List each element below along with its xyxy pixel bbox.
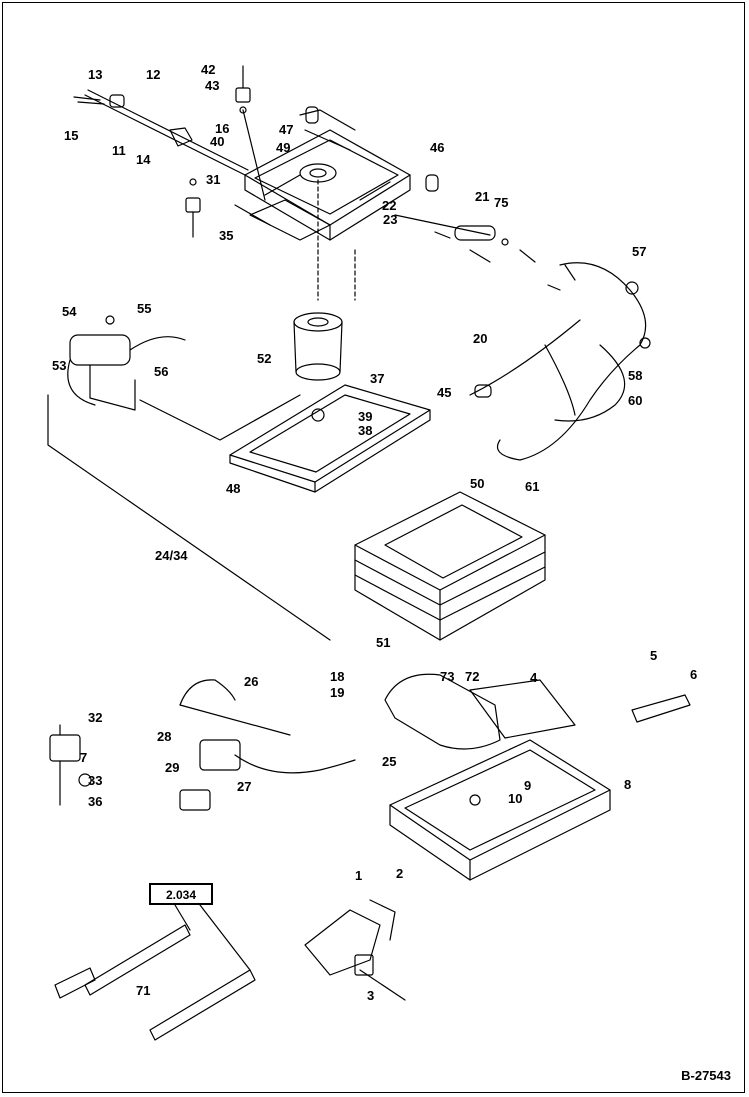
seat-cushion-bottom xyxy=(354,491,546,641)
adjuster-handle xyxy=(49,724,92,806)
callout-7: 7 xyxy=(80,750,87,765)
callout-8: 8 xyxy=(624,777,631,792)
callout-32: 32 xyxy=(88,710,102,725)
callout-47: 47 xyxy=(279,122,293,137)
fastener-stack-right xyxy=(235,65,266,201)
callout-2: 2 xyxy=(396,866,403,881)
callout-52: 52 xyxy=(257,351,271,366)
callout-54: 54 xyxy=(62,304,77,319)
callout-35: 35 xyxy=(219,228,233,243)
callout-6: 6 xyxy=(690,667,697,682)
wiring-harness xyxy=(469,262,651,461)
callout-56: 56 xyxy=(154,364,168,379)
callout-46: 46 xyxy=(430,140,444,155)
callout-24-34: 24/34 xyxy=(155,548,188,563)
callout-60: 60 xyxy=(628,393,642,408)
air-spring xyxy=(293,312,343,381)
callout-33: 33 xyxy=(88,773,102,788)
callout-1: 1 xyxy=(355,868,362,883)
callout-12: 12 xyxy=(146,67,160,82)
cable-assembly xyxy=(179,679,356,811)
reference-box xyxy=(149,883,213,905)
callout-4: 4 xyxy=(530,670,538,685)
callout-19: 19 xyxy=(330,685,344,700)
suspension-frame-assembly xyxy=(234,106,439,241)
callout-72: 72 xyxy=(465,669,479,684)
callout-23: 23 xyxy=(383,212,397,227)
callout-48: 48 xyxy=(226,481,240,496)
callout-31: 31 xyxy=(206,172,220,187)
callout-75: 75 xyxy=(494,195,508,210)
callout-57: 57 xyxy=(632,244,646,259)
callout-29: 29 xyxy=(165,760,179,775)
callout-37: 37 xyxy=(370,371,384,386)
reference-box-label: 2.034 xyxy=(166,888,196,902)
callout-11: 11 xyxy=(112,143,126,158)
callout-28: 28 xyxy=(157,729,171,744)
seat-base-plate xyxy=(229,384,431,493)
seat-rails xyxy=(54,904,256,1041)
callout-43: 43 xyxy=(205,78,219,93)
callout-40: 40 xyxy=(210,134,224,149)
callout-38: 38 xyxy=(358,423,372,438)
callout-42: 42 xyxy=(201,62,215,77)
side-rail xyxy=(631,694,691,723)
callout-21: 21 xyxy=(475,189,489,204)
callout-16: 16 xyxy=(215,121,229,136)
callout-13: 13 xyxy=(88,67,102,82)
callout-3: 3 xyxy=(367,988,374,1003)
lower-slide-frame xyxy=(389,739,611,881)
callout-18: 18 xyxy=(330,669,344,684)
callout-39: 39 xyxy=(358,409,372,424)
callout-61: 61 xyxy=(525,479,539,494)
callout-55: 55 xyxy=(137,301,151,316)
seat-slide-lever-assembly xyxy=(73,89,249,176)
recliner-mechanism xyxy=(304,899,406,1001)
harness-route-upper xyxy=(139,394,301,441)
callout-9: 9 xyxy=(524,778,531,793)
link-bar-assembly xyxy=(394,214,536,263)
callout-5: 5 xyxy=(650,648,657,663)
document-id: B-27543 xyxy=(681,1068,731,1083)
fastener-stack-left xyxy=(185,178,201,238)
mounting-plate xyxy=(469,679,576,739)
callout-14: 14 xyxy=(136,152,151,167)
callout-45: 45 xyxy=(437,385,451,400)
callout-73: 73 xyxy=(440,669,454,684)
callout-10: 10 xyxy=(508,791,522,806)
callout-22: 22 xyxy=(382,198,396,213)
callout-36: 36 xyxy=(88,794,102,809)
callout-58: 58 xyxy=(628,368,642,383)
backrest-cushion xyxy=(384,673,501,750)
callout-53: 53 xyxy=(52,358,66,373)
callout-50: 50 xyxy=(470,476,484,491)
callout-49: 49 xyxy=(276,140,290,155)
callout-15: 15 xyxy=(64,128,78,143)
callout-27: 27 xyxy=(237,779,251,794)
callout-26: 26 xyxy=(244,674,258,689)
harness-route-lower xyxy=(47,394,331,641)
callout-25: 25 xyxy=(382,754,396,769)
compressor-assembly xyxy=(67,315,186,411)
callout-20: 20 xyxy=(473,331,487,346)
callout-51: 51 xyxy=(376,635,390,650)
callout-71: 71 xyxy=(136,983,150,998)
